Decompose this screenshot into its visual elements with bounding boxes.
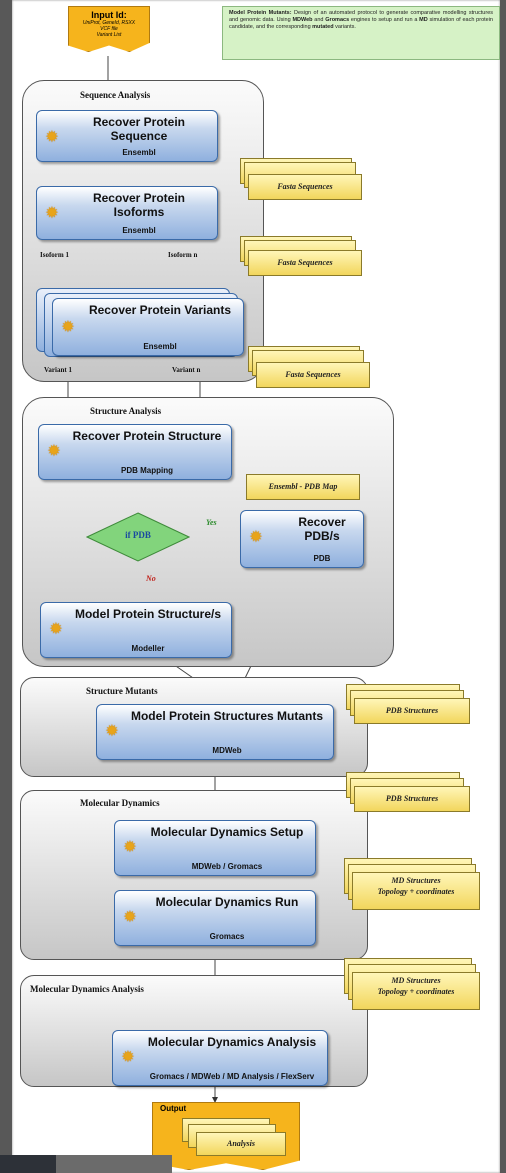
process-subtitle: PDB bbox=[313, 554, 331, 563]
process-subtitle: Ensembl bbox=[122, 148, 156, 157]
process-title: Model Protein Structures Mutants bbox=[130, 709, 324, 723]
decision-no-label: No bbox=[146, 574, 156, 583]
process-recover-structure: ✹ Recover Protein Structure PDB Mapping bbox=[38, 424, 232, 480]
label-isoform-1: Isoform 1 bbox=[40, 251, 69, 259]
process-title: Recover Protein Structure bbox=[72, 429, 222, 443]
process-subtitle: Modeller bbox=[131, 644, 165, 653]
process-subtitle: MDWeb bbox=[212, 746, 242, 755]
process-title: Molecular Dynamics Run bbox=[155, 895, 299, 909]
process-title: Recover PDB/s bbox=[298, 515, 346, 543]
process-subtitle: PDB Mapping bbox=[121, 466, 173, 475]
note-title: Model Protein Mutants: bbox=[229, 10, 292, 16]
gear-icon: ✹ bbox=[45, 205, 59, 222]
group-title-mda: Molecular Dynamics Analysis bbox=[30, 984, 144, 994]
note-bold-1: MDWeb bbox=[292, 17, 313, 23]
document-pdb-structures-1: PDB Structures bbox=[354, 698, 470, 724]
note-bold-2: Gromacs bbox=[325, 17, 350, 23]
description-note: Model Protein Mutants: Design of an auto… bbox=[222, 6, 500, 60]
note-text-5: variants. bbox=[333, 24, 356, 30]
label-isoform-n: Isoform n bbox=[168, 251, 198, 259]
process-recover-sequence: ✹ Recover Protein Sequence Ensembl bbox=[36, 110, 218, 162]
group-title-md: Molecular Dynamics bbox=[80, 798, 160, 808]
process-subtitle: Ensembl bbox=[122, 226, 156, 235]
process-subtitle: Gromacs bbox=[209, 932, 245, 941]
document-fasta-1: Fasta Sequences bbox=[248, 174, 362, 200]
process-subtitle: Ensembl bbox=[143, 342, 177, 351]
decision-yes-label: Yes bbox=[206, 518, 217, 527]
process-recover-pdbs: ✹ Recover PDB/s PDB bbox=[240, 510, 364, 568]
note-text-4: simulation of each protein candidate, an… bbox=[229, 17, 493, 30]
process-title: Molecular Dynamics Analysis bbox=[147, 1035, 317, 1049]
gear-icon: ✹ bbox=[61, 319, 75, 336]
group-title-structure: Structure Analysis bbox=[90, 406, 162, 416]
process-title: Model Protein Structure/s bbox=[74, 607, 222, 621]
gear-icon: ✹ bbox=[121, 1049, 135, 1066]
document-analysis: Analysis bbox=[196, 1132, 286, 1156]
label-variant-n: Variant n bbox=[172, 366, 201, 374]
gear-icon: ✹ bbox=[47, 443, 61, 460]
process-title: Molecular Dynamics Setup bbox=[150, 825, 304, 839]
gear-icon: ✹ bbox=[49, 621, 63, 638]
document-md-structures-2: MD Structures Topology + coordinates bbox=[352, 972, 480, 1010]
output-title: Output bbox=[160, 1104, 187, 1113]
input-title: Input Id: bbox=[91, 10, 127, 20]
doc-line-1: MD Structures bbox=[391, 876, 441, 885]
process-recover-variants: ✹ Recover Protein Variants Ensembl bbox=[52, 298, 244, 356]
process-title: Recover Protein Variants bbox=[88, 303, 232, 317]
process-model-mutants: ✹ Model Protein Structures Mutants MDWeb bbox=[96, 704, 334, 760]
gear-icon: ✹ bbox=[105, 723, 119, 740]
label-variant-1: Variant 1 bbox=[44, 366, 72, 374]
note-bold-4: mutated bbox=[312, 24, 334, 30]
document-fasta-2: Fasta Sequences bbox=[248, 250, 362, 276]
process-title: Recover Protein Isoforms bbox=[92, 191, 186, 219]
gear-icon: ✹ bbox=[249, 529, 263, 546]
input-line-3: Variant List bbox=[96, 32, 122, 38]
input-line-1: UniProt, GeneId, RSXX bbox=[82, 20, 136, 26]
right-border bbox=[500, 0, 506, 1173]
document-pdb-structures-2: PDB Structures bbox=[354, 786, 470, 812]
doc-line-2: Topology + coordinates bbox=[377, 987, 455, 996]
process-subtitle: Gromacs / MDWeb / MD Analysis / FlexServ bbox=[149, 1072, 315, 1081]
note-bold-3: MD bbox=[419, 17, 428, 23]
gear-icon: ✹ bbox=[123, 909, 137, 926]
note-text-2: and bbox=[312, 17, 326, 23]
gear-icon: ✹ bbox=[45, 129, 59, 146]
group-title-mutants: Structure Mutants bbox=[86, 686, 158, 696]
group-title-sequence: Sequence Analysis bbox=[80, 90, 151, 100]
process-subtitle: MDWeb / Gromacs bbox=[191, 862, 263, 871]
decision-diamond bbox=[86, 512, 190, 562]
process-md-setup: ✹ Molecular Dynamics Setup MDWeb / Groma… bbox=[114, 820, 316, 876]
doc-line-2: Topology + coordinates bbox=[377, 887, 455, 896]
document-md-structures-1: MD Structures Topology + coordinates bbox=[352, 872, 480, 910]
input-line-2: VCF file bbox=[100, 26, 118, 32]
process-md-analysis: ✹ Molecular Dynamics Analysis Gromacs / … bbox=[112, 1030, 328, 1086]
left-border bbox=[0, 0, 12, 1173]
doc-line-1: MD Structures bbox=[391, 976, 441, 985]
decision-label: if PDB bbox=[125, 530, 151, 540]
process-recover-isoforms: ✹ Recover Protein Isoforms Ensembl bbox=[36, 186, 218, 240]
process-title: Recover Protein Sequence bbox=[92, 115, 186, 143]
process-model-structure: ✹ Model Protein Structure/s Modeller bbox=[40, 602, 232, 658]
input-box: Input Id: UniProt, GeneId, RSXX VCF file… bbox=[68, 6, 150, 52]
gear-icon: ✹ bbox=[123, 839, 137, 856]
taskbar-corner bbox=[0, 1155, 56, 1173]
note-text-3: engines to setup and run a bbox=[349, 17, 420, 23]
document-fasta-3: Fasta Sequences bbox=[256, 362, 370, 388]
note-text-1: Design of an automated protocol to gener… bbox=[229, 10, 494, 23]
document-ensembl-pdb-map: Ensembl - PDB Map bbox=[246, 474, 360, 500]
process-md-run: ✹ Molecular Dynamics Run Gromacs bbox=[114, 890, 316, 946]
